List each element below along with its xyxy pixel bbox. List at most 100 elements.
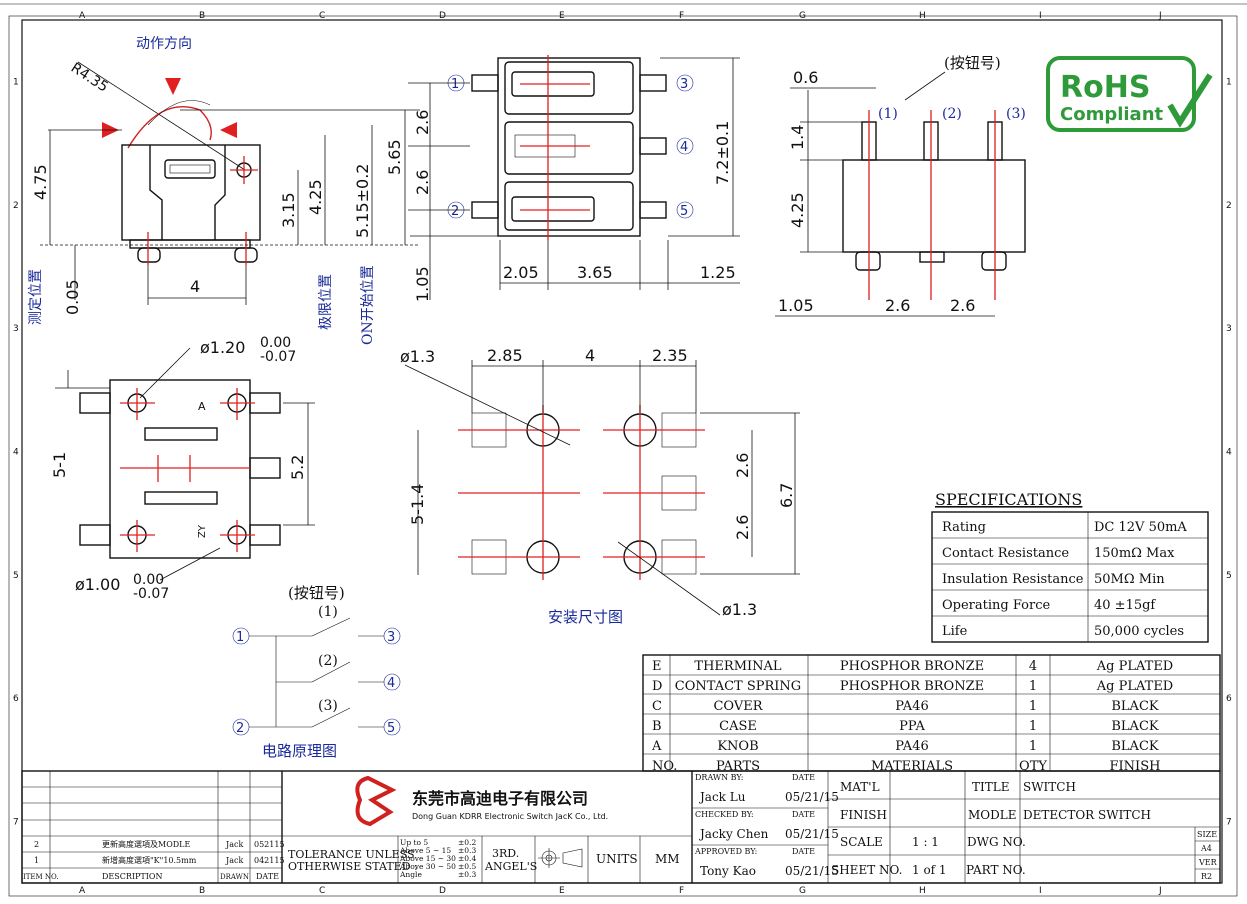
tol-value: ±0.3 — [458, 846, 476, 855]
drawn-date: 05/21/15 — [785, 790, 839, 804]
tol-range: Above 15 ~ 30 — [399, 854, 456, 863]
rev-date: 052115 — [254, 840, 285, 849]
dim-5-15: 5.15±0.2 — [353, 164, 372, 238]
grid-col-top-B: B — [199, 11, 205, 21]
circuit-pin-5: 5 — [387, 721, 395, 736]
mark-a: A — [198, 400, 206, 413]
angle-label-2: ANGEL'S — [484, 860, 537, 873]
radius-dim: R4.35 — [68, 60, 111, 96]
top-dim-2-05: 2.05 — [503, 263, 539, 282]
units-label: UNITS — [596, 852, 638, 866]
footprint-dim-2-35: 2.35 — [652, 346, 688, 365]
dwg-label: DWG NO. — [967, 835, 1026, 849]
rev-header-item: ITEM NO. — [23, 873, 59, 881]
front-view: (按钮号) (1) (2) (3) 0.6 1.4 4.25 1.05 2.6 … — [775, 54, 1026, 317]
bom-finish-cell: Ag PLATED — [1096, 679, 1173, 694]
spec-value: 50MΩ Min — [1094, 572, 1165, 587]
date-label: DATE — [792, 773, 815, 782]
front-button-2: (2) — [942, 106, 962, 122]
ver-label: VER — [1198, 858, 1218, 867]
units-value: MM — [655, 852, 680, 866]
top-dim-2-6b: 2.6 — [413, 170, 432, 195]
front-button-label: (按钮号) — [944, 54, 1001, 72]
bottom-dim-5-1: 5-1 — [50, 452, 69, 478]
front-dim-0-6: 0.6 — [793, 68, 818, 87]
circuit-button-3: (3) — [318, 698, 338, 714]
grid-col-top-E: E — [559, 11, 565, 21]
top-dim-2-6a: 2.6 — [413, 110, 432, 135]
bottom-view: ø1.20 0.00 -0.07 A ZY 5-1 5.2 ø1.00 0.00… — [50, 335, 315, 602]
grid-col-top-I: I — [1039, 11, 1042, 21]
grid-col-top-C: C — [319, 11, 325, 21]
grid-row-left-6: 6 — [13, 694, 19, 704]
top-pin-3: 3 — [680, 77, 688, 92]
grid-col-bottom-H: H — [919, 886, 926, 896]
tol-value: ±0.5 — [458, 862, 476, 871]
drawn-name: Jack Lu — [698, 790, 746, 804]
hole2-lower-tol: -0.07 — [133, 586, 169, 602]
grid-col-bottom-A: A — [79, 886, 86, 896]
grid-row-left-3: 3 — [13, 324, 19, 334]
bom-material-cell: PA46 — [895, 699, 928, 714]
date-label: DATE — [792, 810, 815, 819]
grid-row-right-1: 1 — [1226, 78, 1232, 88]
bom-qty-cell: 4 — [1029, 659, 1037, 674]
grid-row-right-4: 4 — [1226, 448, 1232, 458]
bom-part-cell: THERMINAL — [694, 659, 781, 674]
bom-no-cell: A — [651, 739, 662, 754]
spec-name: Contact Resistance — [942, 546, 1069, 561]
size-label: SIZE — [1197, 830, 1217, 839]
grid-col-top-J: J — [1158, 11, 1162, 21]
date-label: DATE — [792, 847, 815, 856]
bom-finish-cell: BLACK — [1111, 719, 1159, 734]
footprint-dia-top: ø1.3 — [400, 347, 435, 366]
top-pin-2: 2 — [451, 204, 459, 219]
front-dim-1-4: 1.4 — [788, 125, 807, 150]
bom-material-cell: PHOSPHOR BRONZE — [840, 659, 984, 674]
top-dim-1-25: 1.25 — [700, 263, 736, 282]
footprint-dim-6-7: 6.7 — [777, 483, 796, 508]
drawn-by-label: DRAWN BY: — [695, 773, 743, 782]
tol-value: ±0.4 — [458, 854, 476, 863]
grid-col-bottom-I: I — [1039, 886, 1042, 896]
circuit-pin-3: 3 — [387, 630, 395, 645]
company-name-en: Dong Guan KDRR Electronic Switch JacK Co… — [412, 812, 608, 821]
label-limit-position: 极限位置 — [318, 274, 334, 330]
specifications-table: SPECIFICATIONS Rating DC 12V 50mA Contac… — [931, 490, 1209, 643]
rev-header-date: DATE — [256, 872, 279, 881]
circuit-caption: 电路原理图 — [262, 742, 337, 760]
label-measure-position: 测定位置 — [28, 269, 44, 325]
top-dim-7-2: 7.2±0.1 — [713, 121, 732, 185]
company-logo-icon — [355, 775, 397, 827]
spec-name: Operating Force — [942, 598, 1050, 613]
rohs-title: RoHS — [1060, 70, 1150, 105]
bom-qty-cell: QTY — [1019, 759, 1047, 774]
rev-date: 042115 — [254, 856, 285, 865]
tol-range: Up to 5 — [400, 838, 428, 847]
scale-value: 1 : 1 — [912, 835, 939, 849]
grid-col-bottom-J: J — [1158, 886, 1162, 896]
tol-value: ±0.2 — [458, 838, 476, 847]
footprint-dim-2-6b: 2.6 — [733, 515, 752, 540]
grid-row-left-5: 5 — [13, 571, 19, 581]
top-view: 1 2 3 4 5 2.6 2.6 1.05 7.2±0.1 2.05 3.65… — [408, 55, 740, 302]
front-dim-2-6b: 2.6 — [950, 296, 975, 315]
rev-desc: 更新高度選項及MODLE — [102, 839, 190, 849]
grid-row-left-4: 4 — [13, 448, 19, 458]
rev-item: 2 — [34, 840, 39, 849]
bom-qty-cell: 1 — [1029, 679, 1037, 694]
approved-by-label: APPROVED BY: — [694, 847, 757, 856]
footprint-dim-4: 4 — [585, 346, 595, 365]
circuit-pin-4: 4 — [387, 676, 395, 691]
spec-value: 150mΩ Max — [1094, 546, 1175, 561]
grid-row-right-7: 7 — [1226, 817, 1232, 827]
grid-col-top-D: D — [439, 11, 446, 21]
grid-col-bottom-F: F — [679, 886, 684, 896]
circuit-pin-1: 1 — [236, 630, 244, 645]
bom-finish-cell: BLACK — [1111, 699, 1159, 714]
front-dim-1-05: 1.05 — [778, 296, 814, 315]
